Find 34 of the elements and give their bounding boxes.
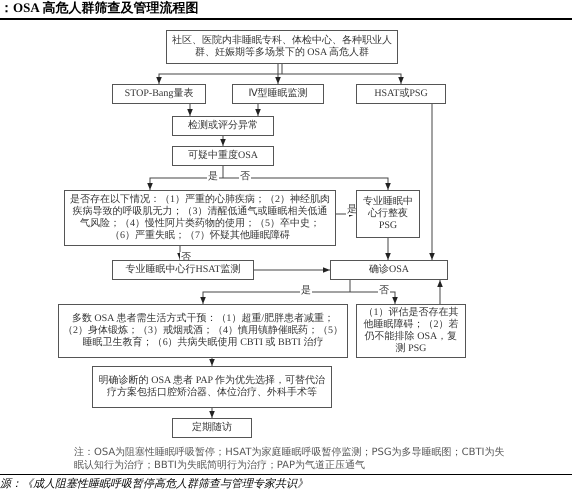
diagram-title: ：OSA 高危人群筛查及管理流程图 — [0, 0, 198, 16]
arrow — [222, 166, 391, 190]
arrow — [254, 267, 330, 273]
process-box: STOP-Bang量表 — [112, 84, 206, 104]
arrow — [220, 136, 226, 146]
process-box: （1）评估是否存在其他睡眠障碍；（2）若仍不能排除 OSA，复测 PSG — [356, 304, 466, 358]
arrow — [187, 104, 193, 116]
arrow — [255, 104, 261, 116]
process-box: Ⅳ型睡眠监测 — [232, 84, 324, 104]
process-box: HSAT或PSG — [356, 84, 446, 104]
process-box: 定期随访 — [172, 418, 252, 438]
source-text: 源：《成人阻塞性睡眠呼吸暂停高危人群筛查与管理专家共识》 — [0, 477, 308, 491]
edge-label: 否 — [239, 171, 251, 182]
arrow — [429, 104, 435, 260]
arrow — [385, 238, 391, 260]
process-box: 检测或评分异常 — [172, 116, 274, 136]
arrow — [209, 408, 215, 418]
process-box: 专业睡眠中心行整夜PSG — [356, 190, 420, 238]
process-box: 社区、医院内非睡眠专科、体检中心、各种职业人群、妊娠期等多场景下的 OSA 高危人群 — [166, 30, 398, 64]
process-box: 明确诊断的 OSA 患者 PAP 作为优先选择，可替代治疗方案包括口腔矫治器、体位治疗、外科手术等 — [92, 366, 332, 408]
arrow — [275, 64, 281, 84]
arrow — [437, 280, 443, 304]
note-text: 注：OSA为阻塞性睡眠呼吸暂停；HSAT为家庭睡眠呼吸暂停监测；PSG为多导睡眠图；CBTI为失眠认知行为治疗；BBTI为失眠简明行为治疗；PAP为气道正压通气 — [74, 446, 506, 472]
process-box: 确诊OSA — [330, 260, 448, 280]
arrow — [209, 358, 215, 366]
arrow — [350, 280, 398, 304]
edge-label: 是 — [207, 171, 219, 182]
edge-label: 否 — [378, 285, 390, 296]
process-box: 可疑中重度OSA — [172, 146, 274, 166]
arrow — [177, 246, 183, 260]
process-box: 多数 OSA 患者需生活方式干预：（1）超重/肥胖患者减重；（2）身体锻炼；（3）戒烟戒酒；（4）慎用镇静催眠药；（5）睡眠卫生教育；（6）共病失眠使用 CBTI 或 BBTI 治疗 — [58, 304, 348, 358]
process-box: 专业睡眠中心行HSAT监测 — [112, 260, 254, 280]
process-box: 是否存在以下情况：（1）严重的心肺疾病；（2）神经肌肉疾病导致的呼吸肌无力；（3）清醒低通气或睡眠相关低通气风险；（4）慢性阿片类药物的使用；（5）卒中史；（6）严重失眠；（7）怀疑其他睡眠障碍 — [64, 190, 336, 246]
edge-label: 是 — [300, 285, 312, 296]
